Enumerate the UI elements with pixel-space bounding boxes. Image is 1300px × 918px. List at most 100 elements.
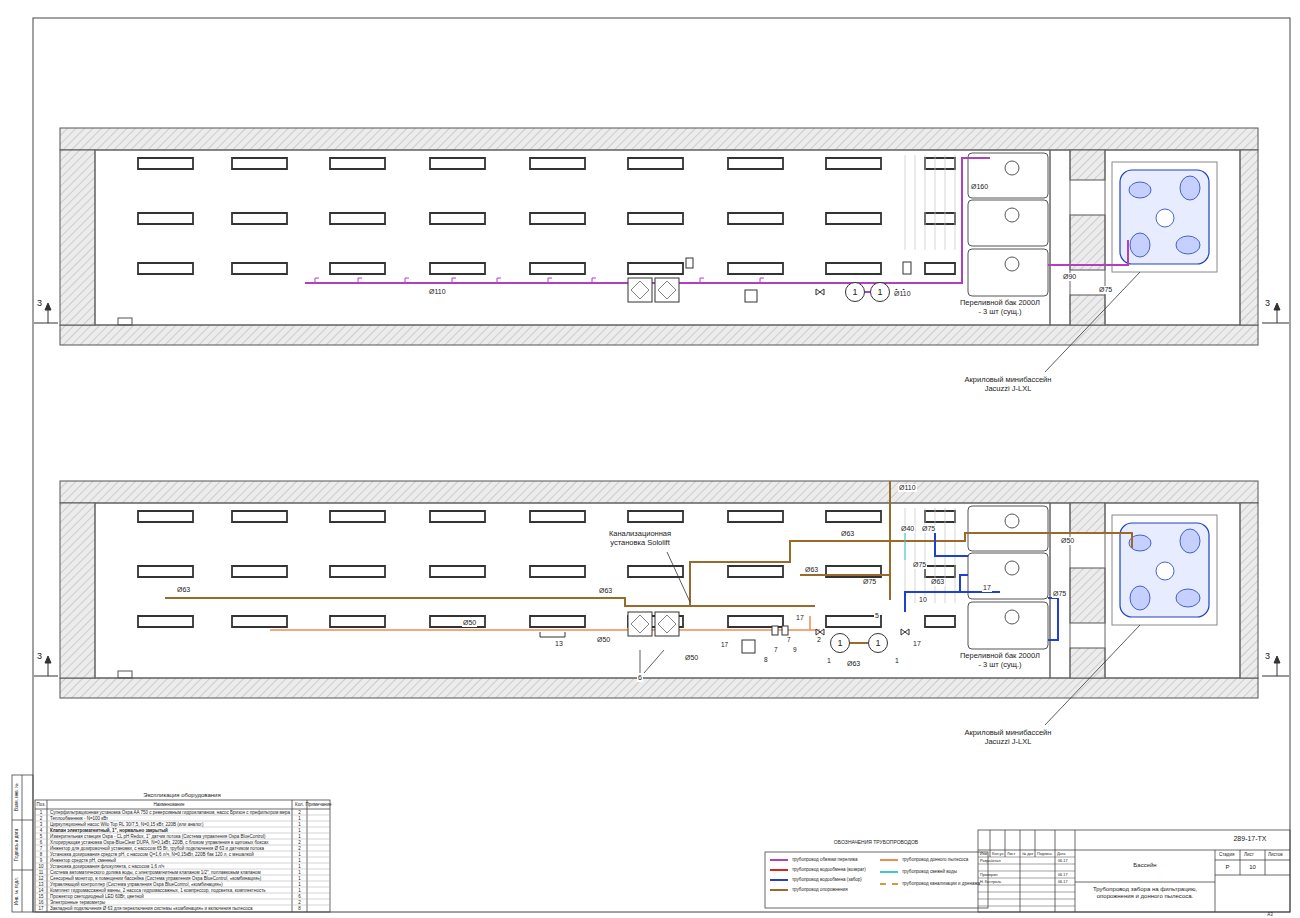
stamp-cell: Взам. инв. № bbox=[14, 782, 19, 812]
stamp-grid bbox=[12, 775, 33, 912]
title-block-cell: 10 bbox=[1248, 864, 1257, 871]
pool-plan-copy bbox=[34, 481, 1289, 698]
plan-callout: Ø50 bbox=[684, 654, 699, 662]
table-cell: 1 bbox=[297, 816, 302, 821]
top-pipework bbox=[305, 158, 1140, 372]
chlorinator bbox=[628, 612, 652, 636]
chlorinator-mark bbox=[631, 615, 676, 633]
table-cell: 1 bbox=[39, 810, 44, 815]
leader-line bbox=[1045, 625, 1140, 725]
table-cell: 8 bbox=[39, 852, 44, 857]
tank bbox=[968, 249, 1048, 296]
table-cell: 1 bbox=[297, 870, 302, 875]
jacuzzi-shell bbox=[1120, 170, 1209, 264]
partition bbox=[1050, 150, 1070, 325]
table-cell: Суперфильтрационная установка Ospa AA 75… bbox=[49, 810, 291, 815]
plan-callout: Ø75 bbox=[921, 525, 936, 533]
table-grid bbox=[35, 800, 330, 912]
table-cell: Циркуляционный насос Wilo Top RL 30/7,5,… bbox=[49, 822, 204, 827]
table-cell: Инжектор для дозировочной установки, с н… bbox=[49, 846, 265, 851]
tank-hatch bbox=[1005, 161, 1019, 175]
floor-grates bbox=[138, 158, 955, 274]
chlorinator bbox=[628, 278, 652, 302]
plan-callout: 8 bbox=[763, 656, 769, 663]
table-cell: Прожектор светодиодный LED 60Вт, цветной bbox=[49, 894, 145, 899]
chlorinator bbox=[655, 612, 679, 636]
table-cell: 1 bbox=[297, 822, 302, 827]
legend-text: трубопровод донного пылесоса bbox=[901, 857, 969, 862]
table-cell: 6 bbox=[297, 894, 302, 899]
title-block-cell: Н. Контроль bbox=[979, 880, 1002, 884]
table-cell: 13 bbox=[37, 882, 44, 887]
title-block-cell: Проверил bbox=[979, 873, 999, 877]
plan-callout: 17 bbox=[720, 641, 729, 648]
legend-swatch bbox=[770, 879, 788, 881]
legend-swatch bbox=[880, 871, 898, 873]
pipe-supports bbox=[315, 278, 764, 283]
section-arrow bbox=[1274, 303, 1280, 310]
table-cell: 5 bbox=[39, 834, 44, 839]
table-cell: 1 bbox=[297, 876, 302, 881]
title-block-cell: 289-17-ТХ bbox=[1232, 835, 1267, 843]
tank-hatch bbox=[1005, 208, 1019, 222]
table-cell: 3 bbox=[39, 822, 44, 827]
plan-callout: Ø63 bbox=[598, 587, 613, 595]
plan-callout: 13 bbox=[554, 640, 564, 648]
plan-callout: 17 bbox=[982, 584, 992, 592]
plan-callout: Ø75 bbox=[1098, 286, 1113, 294]
title-block-cell: 06.17 bbox=[1057, 880, 1069, 884]
wall bbox=[1070, 295, 1105, 325]
title-block-cell: Подпись bbox=[1036, 852, 1053, 856]
legend-swatch bbox=[880, 859, 898, 861]
callout-number: 1 bbox=[837, 639, 842, 648]
pool-steps bbox=[905, 155, 955, 250]
plan-callout: 3 bbox=[1264, 298, 1271, 308]
filter-symbol: 1 bbox=[830, 633, 850, 653]
vacuum-pipe bbox=[270, 616, 820, 630]
plan-callout: Ø90 bbox=[1062, 273, 1077, 281]
table-cell: Установка дозирования средств pH, с насо… bbox=[49, 852, 255, 857]
legend-swatch bbox=[770, 869, 788, 871]
valve bbox=[686, 258, 693, 268]
plan-callout: Акриловый минибассейн Jacuzzi J-LXL bbox=[958, 729, 1058, 746]
plan-callout: Ø63 bbox=[176, 586, 191, 594]
plan-callout: Ø63 bbox=[804, 566, 819, 574]
sheet-frame bbox=[33, 18, 1290, 912]
wall bbox=[60, 150, 95, 325]
table-cell: 1 bbox=[297, 864, 302, 869]
plan-callout: 2 bbox=[816, 636, 822, 644]
table-cell: 2 bbox=[39, 816, 44, 821]
title-frame bbox=[978, 830, 1290, 912]
suction-pipe bbox=[905, 533, 1058, 640]
legend-text: трубопровод водообмена (возврат) bbox=[791, 867, 867, 872]
chlorinator bbox=[655, 278, 679, 302]
table-cell: Управляющий контроллер (Система управлен… bbox=[49, 882, 224, 887]
wall bbox=[1070, 215, 1105, 270]
table-cell: 2 bbox=[297, 900, 302, 905]
plan-callout: Ø75 bbox=[912, 561, 927, 569]
title-block-cell: Кол.уч bbox=[991, 852, 1004, 856]
seat bbox=[1129, 182, 1151, 198]
plan-callout: Ø63 bbox=[930, 578, 945, 586]
plan-callout: Ø50 bbox=[462, 619, 477, 627]
plan-callout: 1 bbox=[894, 657, 900, 665]
table-cell: Поз. bbox=[36, 802, 47, 807]
stamp-cell: Инв. № подл. bbox=[14, 876, 19, 906]
valve bbox=[816, 629, 909, 635]
stamp-strip bbox=[12, 775, 33, 912]
legend-text: трубопровод опорожнения bbox=[791, 887, 849, 892]
wall bbox=[1240, 150, 1258, 325]
equipment-table bbox=[35, 800, 330, 912]
plan-callout: Ø75 bbox=[862, 578, 877, 586]
table-cell: 17 bbox=[37, 906, 44, 911]
overflow-pipe bbox=[305, 158, 1128, 283]
plan-callout: 17 bbox=[795, 614, 805, 622]
plan-callout: Ø110 bbox=[428, 288, 447, 296]
plan-callout: 6 bbox=[637, 674, 643, 682]
table-rows bbox=[35, 815, 330, 905]
plan-callout: 3 bbox=[36, 651, 43, 661]
plan-callout: Ø50 bbox=[596, 636, 611, 644]
title-block-cell: 06.17 bbox=[1057, 873, 1069, 877]
plan-callout: Ø63 bbox=[840, 530, 855, 538]
